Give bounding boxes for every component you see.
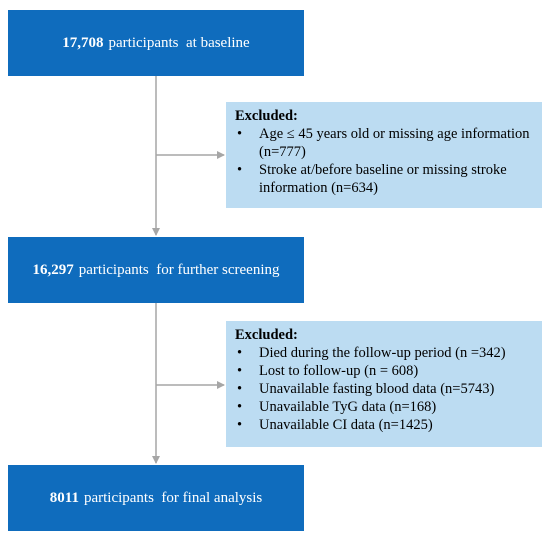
baseline-participants-box: 17,708 participants at baseline — [8, 10, 304, 76]
baseline-count: 17,708 — [62, 34, 104, 51]
exclusion-item: Lost to follow-up (n = 608) — [235, 362, 534, 380]
exclusion-list-2: Died during the follow-up period (n =342… — [235, 344, 534, 434]
exclusion-title-1: Excluded: — [235, 108, 298, 124]
baseline-label: participants at baseline — [108, 34, 250, 51]
screening-label: participants for further screening — [78, 261, 280, 278]
screening-participants-box: 16,297 participants for further screenin… — [8, 237, 304, 303]
exclusion-item: Unavailable TyG data (n=168) — [235, 398, 534, 416]
exclusion-item: Unavailable CI data (n=1425) — [235, 416, 534, 434]
exclusion-item: Age ≤ 45 years old or missing age inform… — [235, 125, 534, 161]
screening-count: 16,297 — [32, 261, 74, 278]
exclusion-box-1: Excluded: Age ≤ 45 years old or missing … — [226, 102, 542, 208]
exclusion-box-2: Excluded: Died during the follow-up peri… — [226, 321, 542, 447]
final-analysis-participants-box: 8011 participants for final analysis — [8, 465, 304, 531]
final-count: 8011 — [49, 489, 79, 506]
exclusion-item: Died during the follow-up period (n =342… — [235, 344, 534, 362]
exclusion-item: Unavailable fasting blood data (n=5743) — [235, 380, 534, 398]
exclusion-item: Stroke at/before baseline or missing str… — [235, 161, 534, 197]
exclusion-list-1: Age ≤ 45 years old or missing age inform… — [235, 125, 534, 197]
final-label: participants for final analysis — [83, 489, 263, 506]
exclusion-title-2: Excluded: — [235, 327, 298, 343]
